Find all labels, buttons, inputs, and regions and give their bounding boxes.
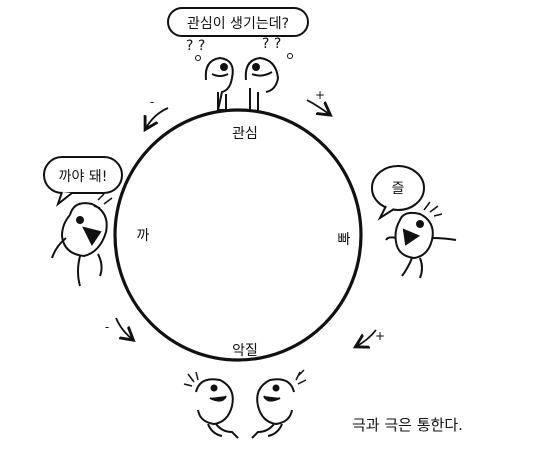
- node-label-left: 까: [137, 228, 150, 244]
- arrow-top-left: -: [146, 95, 169, 128]
- top-figures: 관심이 생기는데? ? ? ? ?: [167, 7, 309, 112]
- sign-top-left: -: [150, 95, 154, 109]
- speech-text-right: 즐: [392, 181, 405, 197]
- sign-bottom-right: +: [375, 329, 385, 343]
- caption: 극과 극은 통한다.: [352, 416, 463, 434]
- sign-top-right: +: [315, 88, 325, 102]
- arrow-bottom-left: -: [105, 317, 132, 339]
- right-figure: 즐: [371, 165, 457, 279]
- character-top-right: [244, 56, 280, 112]
- left-figure: 까야 돼!: [43, 156, 123, 287]
- arrow-bottom-right: +: [357, 329, 385, 346]
- speech-bubble-left: [43, 156, 123, 194]
- character-top-left: [204, 56, 234, 112]
- question-marks-left: ? ?: [186, 38, 205, 54]
- node-label-top: 관심: [232, 126, 258, 142]
- speech-text-top: 관심이 생기는데?: [187, 16, 289, 32]
- node-label-right: 빠: [338, 232, 351, 248]
- node-label-bottom: 악질: [232, 343, 258, 359]
- sign-bottom-left: -: [105, 320, 109, 334]
- arrow-top-right: +: [306, 88, 329, 114]
- character-bottom-right: [251, 378, 295, 439]
- question-marks-right: ? ?: [262, 36, 281, 52]
- cycle-circle: [113, 108, 363, 362]
- character-bottom-left: [195, 378, 239, 439]
- speech-bubble-top: [167, 7, 309, 37]
- speech-bubble-right: [371, 165, 425, 211]
- bottom-figures: [183, 369, 307, 439]
- speech-text-left: 까야 돼!: [59, 169, 108, 185]
